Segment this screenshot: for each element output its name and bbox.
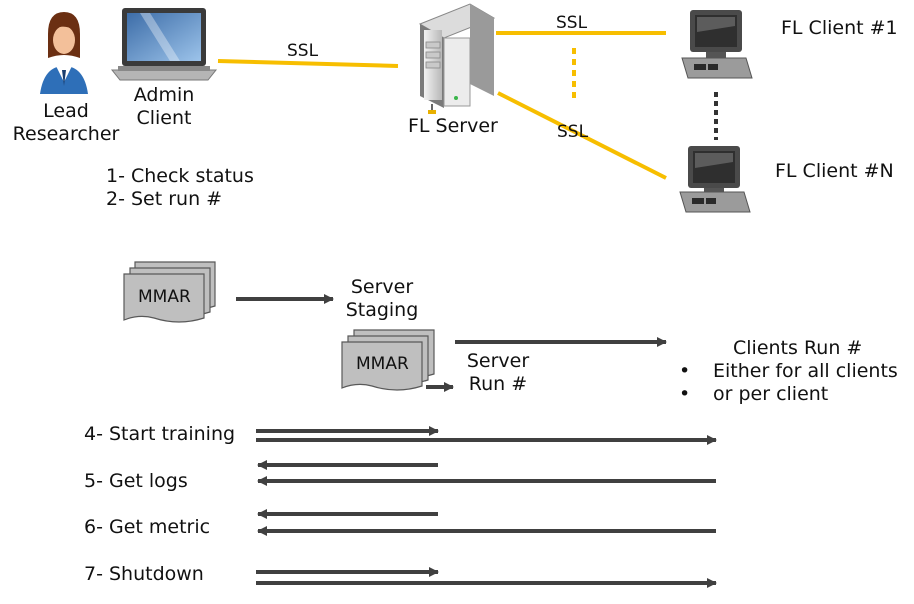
lead-label-line1: Lead <box>43 100 89 122</box>
admin-label-line2: Client <box>136 107 192 129</box>
cmd-get-metric: 6- Get metric <box>84 516 211 538</box>
staging-arrows <box>236 294 667 392</box>
cmd-shutdown: 7- Shutdown <box>84 563 204 585</box>
clients-run-bullet-2: • or per client <box>679 383 828 406</box>
cmd-start-training: 4- Start training <box>84 423 236 445</box>
lead-researcher-icon <box>40 12 88 94</box>
server-tower-icon <box>418 3 496 114</box>
step-check-status: 1- Check status <box>106 165 254 187</box>
server-run-line2: Run # <box>468 373 528 395</box>
clients-run-bullet-1: • Either for all clients <box>679 360 898 383</box>
server-staging-line2: Staging <box>345 299 419 321</box>
ssl-link-admin-server <box>217 59 399 68</box>
clients-run-bullet-text-1: Either for all clients <box>713 360 898 382</box>
admin-label-line1: Admin <box>133 84 195 106</box>
client1-computer-icon <box>681 10 753 79</box>
ssl-links <box>217 31 667 180</box>
laptop-icon <box>110 8 218 81</box>
fl-client1-label: FL Client #1 <box>781 17 898 39</box>
clients-run-label: Clients Run # <box>733 337 863 359</box>
command-arrows <box>256 426 717 588</box>
server-staging-label: Server Staging <box>340 276 424 322</box>
bullet-icon: • <box>679 383 691 405</box>
clients-run-bullet-text-2: or per client <box>713 383 829 405</box>
ssl-link-server-clientN <box>497 91 667 180</box>
ssl-label-clientN: SSL <box>557 122 589 142</box>
mmar-doc-stack-1 <box>123 261 216 323</box>
mmar-label-2: MMAR <box>356 354 409 374</box>
mmar-label-1: MMAR <box>138 287 191 307</box>
lead-researcher-label: Lead Researcher <box>10 100 122 146</box>
step-set-run: 2- Set run # <box>106 188 223 210</box>
server-run-label: Server Run # <box>462 350 534 396</box>
server-staging-line1: Server <box>350 276 414 298</box>
mmar-doc-stack-2 <box>341 329 435 391</box>
bullet-icon: • <box>679 360 691 382</box>
ssl-label-admin: SSL <box>287 41 319 61</box>
admin-client-label: Admin Client <box>122 84 206 130</box>
server-run-line1: Server <box>466 350 530 372</box>
lead-label-line2: Researcher <box>12 123 120 145</box>
clientN-computer-icon <box>679 146 751 213</box>
fl-server-label: FL Server <box>408 115 498 137</box>
cmd-get-logs: 5- Get logs <box>84 470 188 492</box>
fl-clientN-label: FL Client #N <box>775 160 894 182</box>
ssl-label-client1: SSL <box>556 13 588 33</box>
